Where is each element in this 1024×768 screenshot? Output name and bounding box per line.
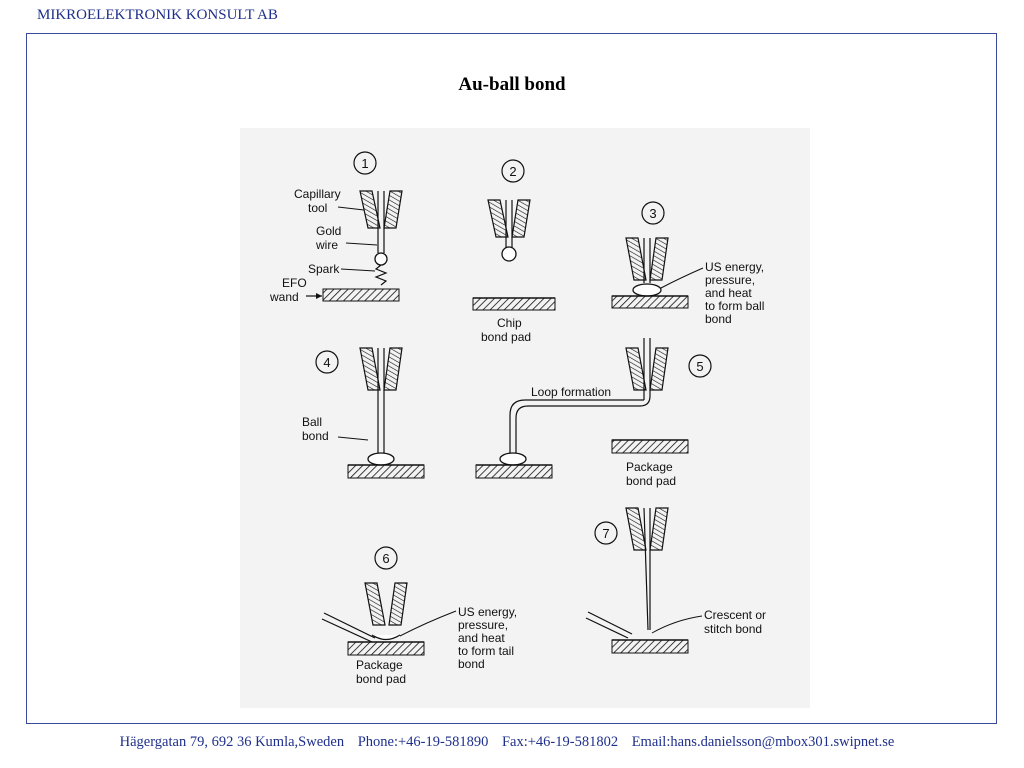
footer-email: Email:hans.danielsson@mbox301.swipnet.se [631,734,895,750]
us-ball-label-3: and heat [705,286,752,300]
step-6-number: 6 [382,551,389,566]
slide-title: Au-ball bond [458,74,566,95]
us-ball-label-1: US energy, [705,260,764,274]
us-tail-label-1: US energy, [458,605,517,619]
us-ball-label-5: bond [705,312,732,326]
footer-contact: Hägergatan 79, 692 36 Kumla,Sweden Phone… [0,734,1024,751]
spark-label: Spark [308,262,340,276]
step-2: 2 Chip bond pad [472,159,556,344]
step-1-number: 1 [361,156,368,171]
capillary-label-2: tool [308,201,327,215]
step-5: 5 Loop formation Package bond pad [475,338,712,488]
step-4-circle [315,350,339,374]
package-pad-5-label-1: Package [626,460,673,474]
crescent-label-2: stitch bond [704,622,762,636]
package-pad-5-label-2: bond pad [626,474,676,488]
us-tail-label-2: pressure, [458,618,508,632]
us-tail-label-4: to form tail [458,644,514,658]
gold-label-1: Gold [316,224,341,238]
step-2-circle [501,159,525,183]
step-6-circle [374,546,398,570]
gold-label-2: wire [315,238,338,252]
step-7-circle [594,521,618,545]
step-1: 1 Capillary tool Gold wire Spark EFO wan… [269,151,403,304]
capillary-label-1: Capillary [294,187,341,201]
ball-bond-diagram: 1 Capillary tool Gold wire Spark EFO wan… [240,128,810,708]
step-2-number: 2 [509,164,516,179]
crescent-label-1: Crescent or [704,608,766,622]
ball-bond-label-1: Ball [302,415,322,429]
footer-fax: Fax:+46-19-581802 [501,734,619,750]
step-3: 3 US energy, pressure, and heat to form … [611,201,764,326]
chip-pad-label-1: Chip [497,316,522,330]
step-3-number: 3 [649,206,656,221]
footer-address: Hägergatan 79, 692 36 Kumla,Sweden [119,734,345,750]
step-7-number: 7 [602,526,609,541]
us-ball-label-4: to form ball [705,299,764,313]
step-4-number: 4 [323,355,330,370]
slide-frame [26,33,997,724]
us-ball-label-2: pressure, [705,273,755,287]
step-5-circle [688,354,712,378]
step-3-circle [641,201,665,225]
package-pad-6-label-2: bond pad [356,672,406,686]
package-pad-6-label-1: Package [356,658,403,672]
us-tail-label-5: bond [458,657,485,671]
diagram-svg: 1 Capillary tool Gold wire Spark EFO wan… [269,151,766,686]
ball-bond-label-2: bond [302,429,329,443]
step-7: 7 Crescent or stitch bond [585,507,766,654]
step-6: 6 US energy, pressure, and heat to form … [321,546,517,686]
chip-pad-label-2: bond pad [481,330,531,344]
company-name: MIKROELEKTRONIK KONSULT AB [37,7,278,23]
efo-label-2: wand [269,290,299,304]
us-tail-label-3: and heat [458,631,505,645]
efo-label-1: EFO [282,276,307,290]
loop-formation-label: Loop formation [531,385,611,399]
step-5-number: 5 [696,359,703,374]
step-4: 4 Ball bond [302,347,425,479]
footer-phone: Phone:+46-19-581890 [357,734,489,750]
step-1-circle [353,151,377,175]
